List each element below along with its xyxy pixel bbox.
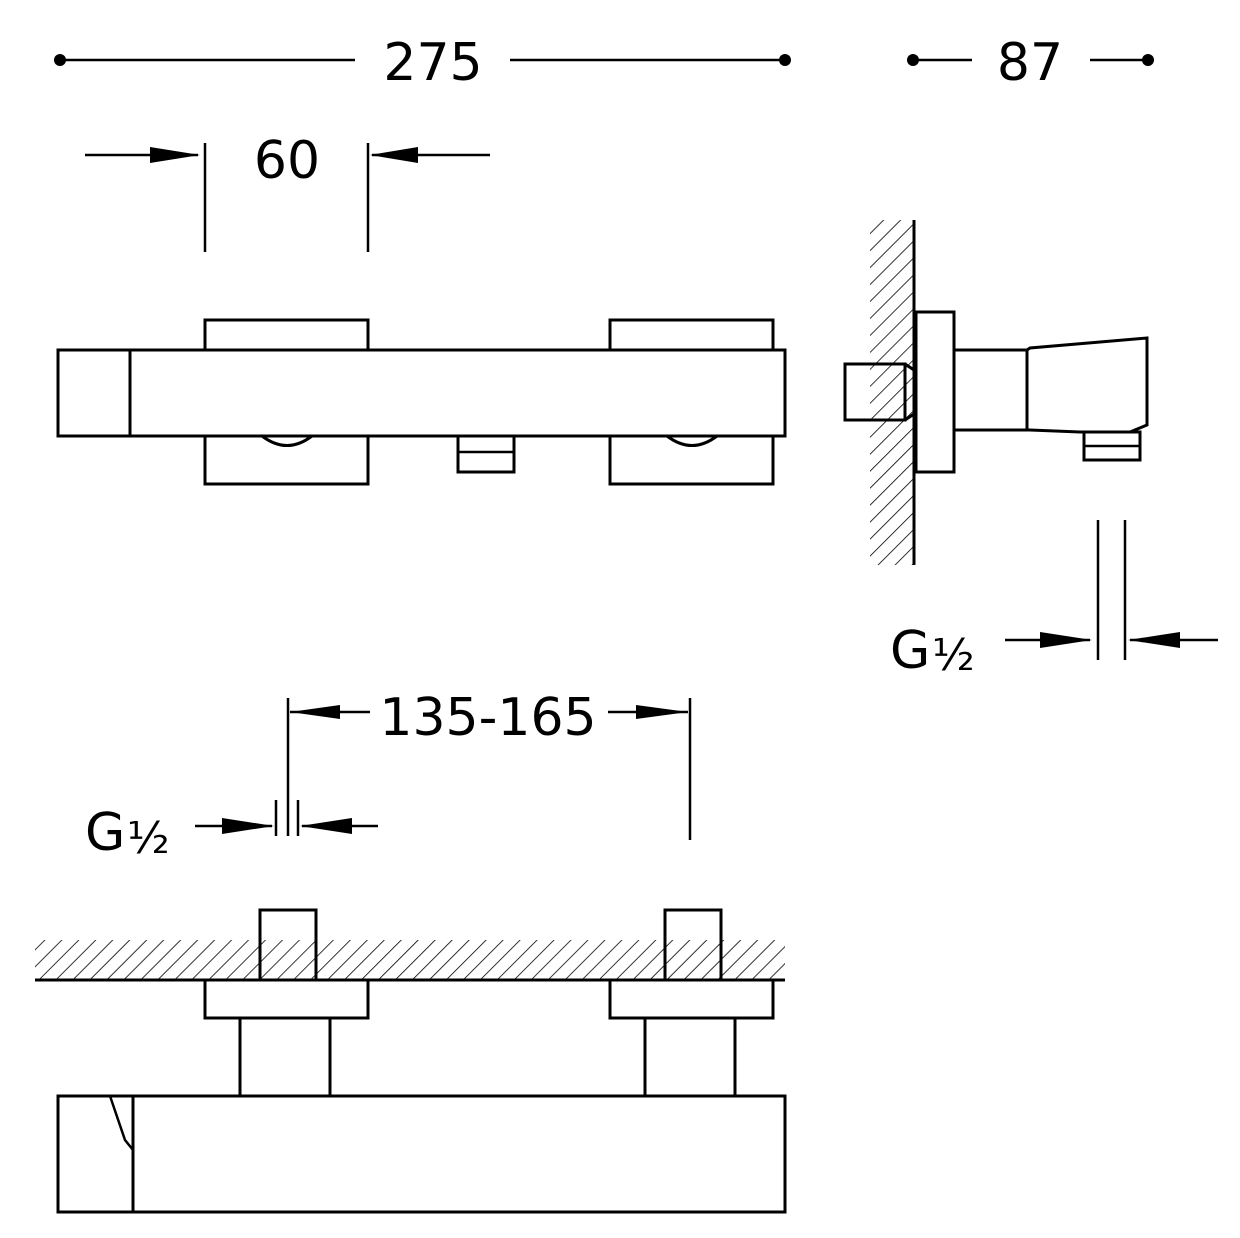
right-eccentric-body [643,1016,737,1098]
side-view [843,220,1149,565]
wall-hatch-side [870,220,914,565]
center-distance-label: 135-165 [379,688,596,748]
thread-front-fraction: ½ [127,813,170,864]
wall-hatch-plan [35,940,785,980]
outlet-connector [456,434,516,474]
thread-side-letter: G [890,621,930,681]
mixer-body [56,348,787,438]
front-view [56,318,787,486]
left-handle-top [203,318,370,352]
thread-side-fraction: ½ [932,630,975,681]
dimension-thread-front: G ½ [85,800,378,864]
dimension-handle-width: 60 [85,131,490,252]
plan-mixer-body [56,1094,787,1214]
dimension-overall-width: 275 [54,33,791,93]
wall-flange [914,310,956,474]
thread-front-letter: G [85,803,125,863]
side-handle [1025,336,1149,434]
dimension-center-distance: 135-165 [286,688,692,840]
right-eccentric-flange [608,978,775,1020]
dimension-thread-side: G ½ [890,520,1218,681]
handle-width-label: 60 [254,131,320,191]
overall-width-label: 275 [383,33,482,93]
left-eccentric-body [238,1016,332,1098]
right-handle-bottom [608,436,775,486]
plan-view [35,908,787,1214]
depth-label: 87 [997,33,1063,93]
right-handle-top [608,318,775,352]
dimension-depth: 87 [907,33,1154,93]
left-handle-bottom [203,436,370,486]
left-eccentric-flange [203,978,370,1020]
